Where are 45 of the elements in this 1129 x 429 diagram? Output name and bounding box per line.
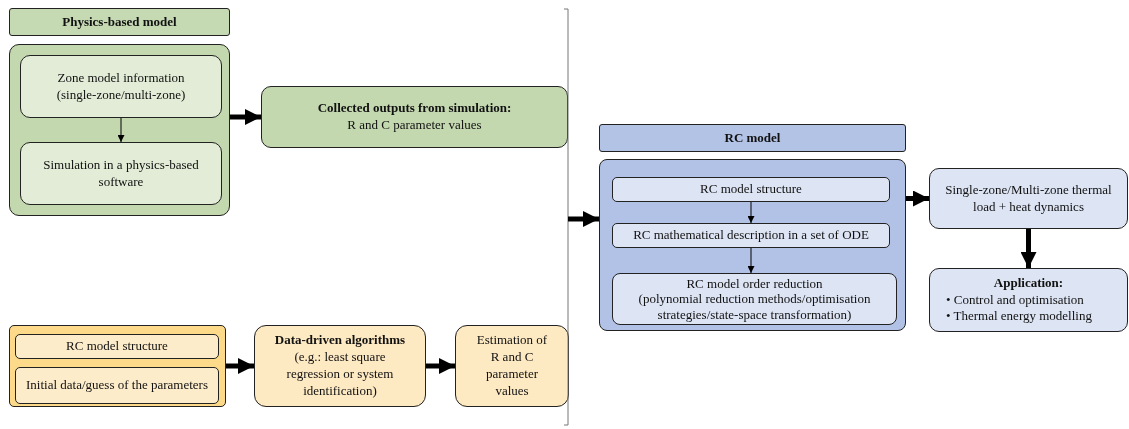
arrow	[226, 358, 254, 374]
group-panel	[9, 44, 230, 216]
process-box	[612, 223, 890, 248]
box-text: Initial data/guess of the parameters	[26, 377, 208, 394]
process-box	[612, 177, 890, 202]
box-text: RC mathematical description in a set of ODE	[633, 227, 869, 244]
box-text: Simulation in a physics-based software	[42, 156, 200, 191]
box-heading: Physics-based model	[62, 13, 177, 31]
process-box	[261, 86, 568, 148]
box-text: R and C parameter values	[347, 117, 482, 134]
process-box	[254, 325, 426, 407]
arrow	[906, 190, 929, 207]
process-box	[612, 273, 897, 325]
box-heading: RC model	[724, 129, 781, 147]
process-box	[20, 55, 222, 118]
box-text: RC model order reduction	[686, 275, 823, 292]
arrow	[747, 201, 755, 224]
box-text: Zone model information (single-zone/multi-zone)	[55, 69, 187, 104]
box-heading: Application:	[993, 274, 1064, 292]
box-text: Single-zone/Multi-zone thermal load + heat dynamics	[944, 181, 1113, 216]
box-text: • Control and optimisation	[945, 291, 1084, 309]
box-text: (e.g.: least square regression or system identification)	[285, 349, 395, 400]
box-text: Estimation of R and C parameter values	[475, 332, 549, 400]
box-text: • Thermal energy modelling	[945, 308, 1092, 326]
box-text: RC model structure	[700, 181, 802, 198]
box-text: (polynomial reduction methods/optimisation strategies/state-space transformation)	[637, 291, 872, 323]
header-box	[599, 124, 906, 152]
process-box	[15, 334, 219, 359]
arrow	[568, 211, 599, 227]
group-panel	[599, 159, 906, 331]
process-box	[20, 142, 222, 205]
box-heading: Collected outputs from simulation:	[317, 100, 512, 117]
arrow	[1020, 229, 1037, 268]
header-box	[9, 8, 230, 36]
arrow	[230, 109, 261, 125]
box-text: RC model structure	[66, 338, 168, 355]
process-box	[15, 367, 219, 404]
process-box	[929, 268, 1128, 332]
box-heading: Data-driven algorithms	[274, 332, 406, 350]
process-box	[929, 168, 1128, 229]
process-box	[455, 325, 569, 407]
arrow	[426, 358, 455, 374]
group-panel	[9, 325, 226, 407]
arrow	[747, 247, 755, 274]
arrow	[117, 117, 125, 143]
